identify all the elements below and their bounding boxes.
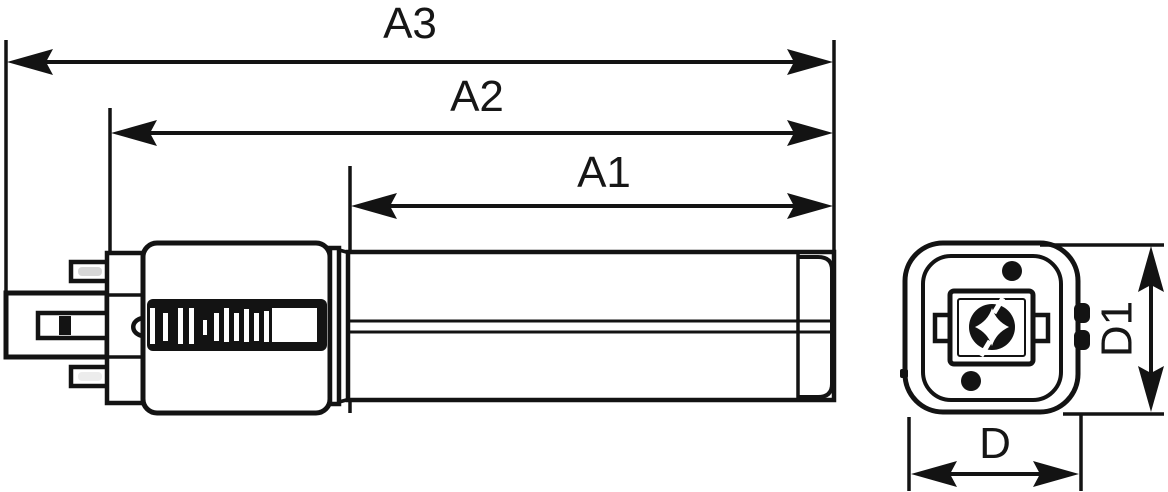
dimension-a2: A2 [111, 72, 833, 146]
vent-slot [150, 308, 155, 344]
side-view: A3 A2 A1 [3, 0, 837, 416]
dim-a3-label: A3 [383, 0, 437, 48]
dim-d-arrow-left [911, 461, 957, 487]
vent-slot [264, 311, 269, 342]
key-gap-bottom [978, 339, 993, 358]
end-inner-shell [921, 254, 1063, 402]
dim-d1-arrow-top [1138, 246, 1164, 292]
housing-collar [327, 245, 342, 407]
dimension-d: D [907, 415, 1083, 491]
dim-d-arrow-right [1033, 461, 1079, 487]
vent-band [147, 299, 327, 351]
dim-d1-arrow-bottom [1138, 366, 1164, 412]
dimension-a3: A3 [7, 0, 833, 75]
collar-taper-bottom [338, 397, 351, 404]
dim-a1-arrow-right [787, 193, 833, 219]
side-latch-lower [1074, 330, 1090, 350]
pin-middle-divider [59, 316, 71, 335]
socket-body-inner [957, 298, 1026, 357]
socket-center-key [969, 296, 1015, 358]
vent-slot [163, 313, 168, 341]
key-gap-top [991, 296, 1006, 315]
locator-dot-bottom [961, 371, 981, 391]
key-diamond-hole [975, 308, 1009, 346]
locator-dot-top [1002, 261, 1022, 281]
alignment-nub [900, 369, 908, 378]
dim-a2-arrow-left [111, 120, 157, 146]
dim-a1-arrow-left [351, 193, 397, 219]
vent-slots [150, 308, 269, 344]
pin-bottom-face [78, 372, 102, 381]
dim-a1-label: A1 [577, 148, 631, 197]
dim-a3-arrow-right [787, 49, 833, 75]
dim-a3-arrow-left [7, 49, 53, 75]
lamp-side-view [3, 240, 837, 416]
dimension-a1: A1 [351, 148, 833, 219]
vent-slot [234, 313, 239, 341]
vent-slot [203, 320, 207, 335]
lamp-tube [345, 249, 837, 403]
dim-a2-arrow-right [787, 120, 833, 146]
pin-top-face [78, 267, 102, 276]
dimension-d1: D1 [1040, 243, 1164, 416]
dim-a2-label: A2 [450, 72, 504, 121]
vent-slot [224, 308, 229, 342]
dim-d1-label: D1 [1093, 301, 1142, 357]
vent-slot [254, 313, 259, 341]
collar-taper-top [338, 248, 351, 255]
end-view: D1 D [900, 240, 1164, 491]
center-socket [932, 288, 1051, 367]
base-pins [35, 259, 111, 389]
dim-d-label: D [979, 419, 1011, 468]
vent-slot [214, 313, 219, 341]
vent-slot [189, 308, 194, 344]
vent-slot [244, 309, 249, 342]
tube-end-cap [798, 255, 834, 399]
side-latch-upper [1074, 303, 1090, 323]
vent-slot [178, 308, 183, 344]
pin-middle [35, 310, 111, 341]
band-label-window [272, 308, 317, 342]
